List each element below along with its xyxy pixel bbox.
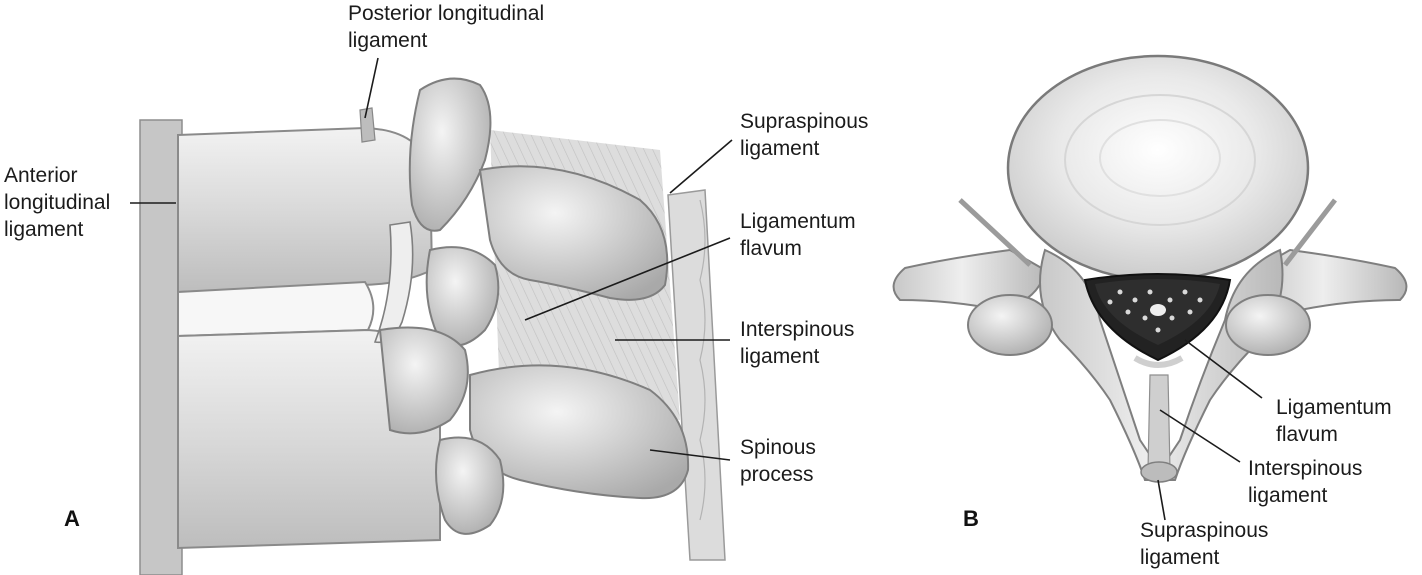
label-line: Anterior [4, 164, 78, 187]
label-line: Ligamentum [1276, 396, 1392, 419]
label-line: ligament [1140, 546, 1220, 569]
panel-a-drawing [139, 77, 726, 575]
label-line: Interspinous [1248, 457, 1363, 480]
label-line: ligament [740, 137, 820, 160]
label-ligamentum-flavum-b: Ligamentum flavum [1276, 394, 1392, 448]
label-line: Interspinous [740, 318, 855, 341]
interspinous-ligament-stripe [1147, 374, 1171, 471]
label-line: ligament [4, 218, 84, 241]
label-line: Supraspinous [1140, 519, 1269, 542]
vertebral-body-disc [1006, 54, 1310, 282]
posterior-longitudinal-ligament [359, 107, 376, 143]
label-line: Posterior longitudinal [348, 2, 545, 25]
label-line: longitudinal [4, 191, 111, 214]
left-nerve-root [958, 198, 1032, 267]
label-line: Ligamentum [740, 210, 856, 233]
panel-b-letter: B [963, 506, 979, 531]
cord-dots [1107, 289, 1203, 333]
label-line: flavum [740, 237, 802, 260]
label-spinous-process: Spinous process [740, 434, 816, 488]
label-supraspinous-ligament-b: Supraspinous ligament [1140, 517, 1268, 571]
intervertebral-disc [177, 280, 375, 338]
upper-spinous-process [478, 165, 669, 301]
label-line: process [740, 463, 814, 486]
facet-joint [425, 246, 500, 347]
label-interspinous-ligament-b: Interspinous ligament [1248, 455, 1362, 509]
panel-b-leader-lines [1157, 339, 1263, 521]
upper-articular-process [408, 77, 492, 232]
label-ligamentum-flavum-a: Ligamentum flavum [740, 208, 856, 262]
ligamentum-flavum-band [1133, 355, 1184, 368]
label-line: ligament [1248, 484, 1328, 507]
label-supraspinous-ligament-a: Supraspinous ligament [740, 108, 868, 162]
lower-spinous-process [469, 364, 690, 500]
label-line: Supraspinous [740, 110, 869, 133]
label-line: ligament [740, 345, 820, 368]
right-articular-facet [1225, 294, 1311, 356]
anterior-longitudinal-ligament [139, 119, 183, 575]
panel-b-drawing [892, 54, 1408, 483]
panel-a-leader-lines [130, 57, 733, 461]
lower-pedicle [378, 326, 469, 435]
label-posterior-longitudinal-ligament: Posterior longitudinal ligament [348, 0, 544, 54]
label-anterior-longitudinal-ligament: Anterior longitudinal ligament [4, 162, 110, 243]
left-articular-facet [967, 294, 1053, 356]
supraspinous-ligament-cap [1140, 461, 1178, 483]
inferior-articular-process [435, 436, 505, 535]
right-nerve-root [1283, 198, 1337, 267]
label-interspinous-ligament-a: Interspinous ligament [740, 316, 854, 370]
label-line: flavum [1276, 423, 1338, 446]
label-line: Spinous [740, 436, 816, 459]
panel-a-letter: A [64, 506, 80, 531]
label-line: ligament [348, 29, 428, 52]
